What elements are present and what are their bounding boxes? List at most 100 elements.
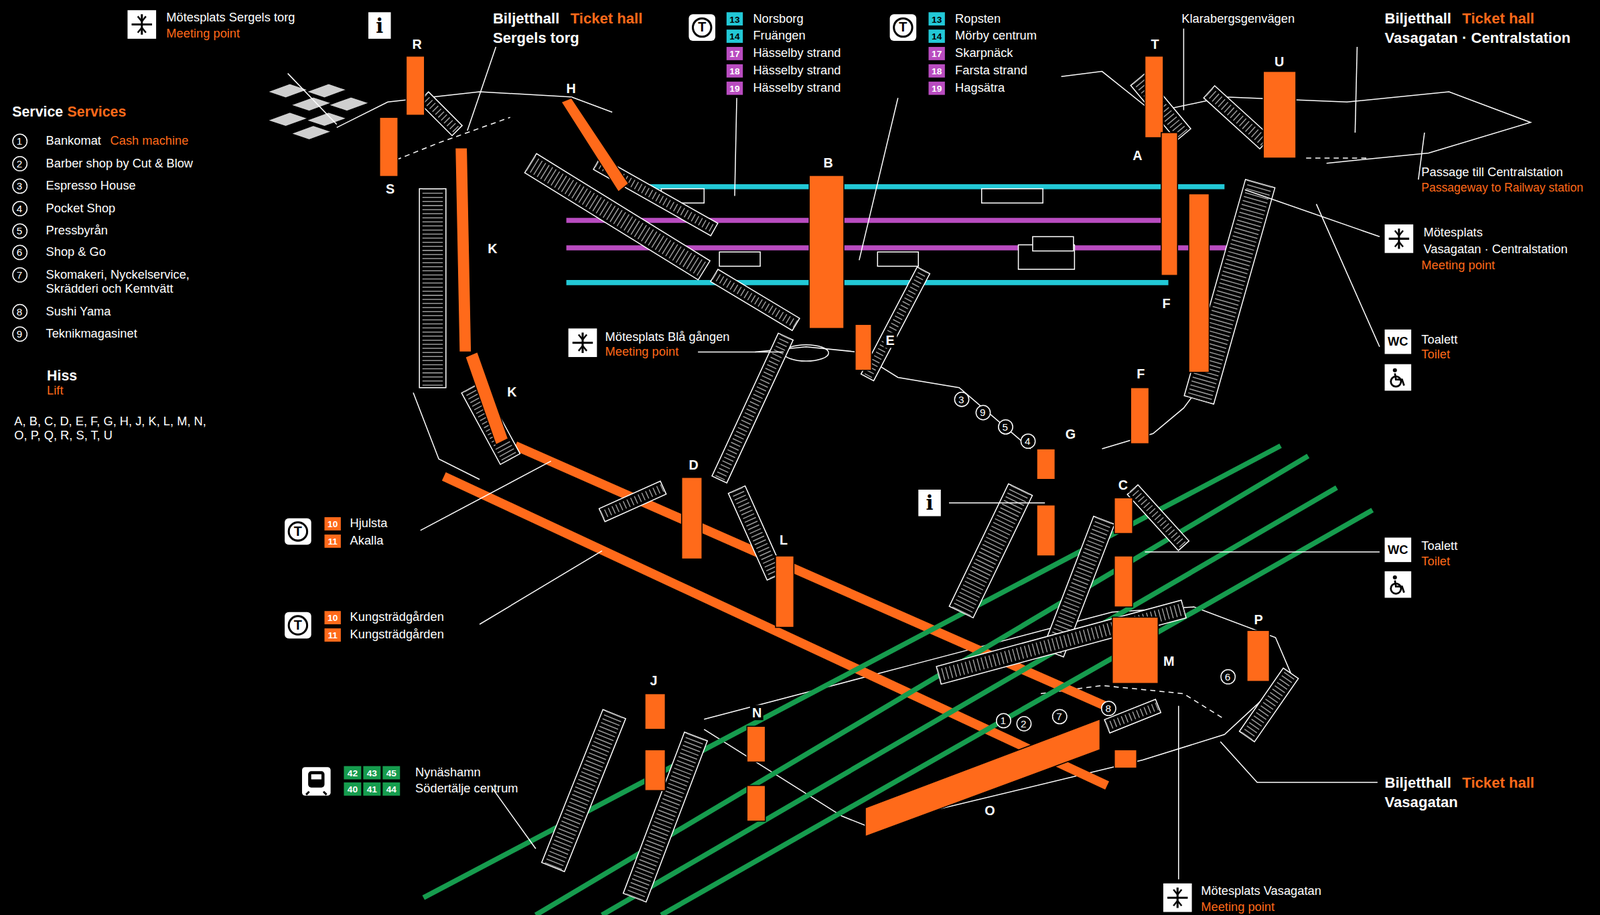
caption-text: Vasagatan · Centralstation xyxy=(1423,241,1568,256)
callout-number: 7 xyxy=(1051,708,1067,724)
english-text: Toilet xyxy=(1421,553,1450,568)
english-text: Toilet xyxy=(1421,346,1450,361)
caption-text: Sushi Yama xyxy=(46,304,112,319)
escalator-steps xyxy=(1247,673,1292,737)
caption-text: Pressbyrån xyxy=(46,223,108,238)
info-sign: i xyxy=(368,12,392,39)
lift-shaft xyxy=(1263,71,1296,159)
caption-text: Shop & Go xyxy=(46,244,106,259)
caption-text: Passage till Centralstation xyxy=(1421,165,1563,180)
leader-line xyxy=(949,502,1045,504)
caption-text: Akalla xyxy=(350,533,384,548)
wheelchair-icon xyxy=(1395,373,1405,386)
leader-line xyxy=(1220,741,1378,783)
lift-shaft xyxy=(1130,387,1149,445)
lift-letter: P xyxy=(1251,611,1265,627)
leader-line xyxy=(491,787,536,849)
line-badge: 43 xyxy=(362,766,381,780)
metro-letter: T xyxy=(691,17,712,38)
line-number: 44 xyxy=(386,782,397,795)
leader-line xyxy=(1245,189,1380,237)
escalator-steps xyxy=(634,736,696,899)
meeting-point-icon xyxy=(1163,883,1193,913)
lift-letter: J xyxy=(647,672,660,688)
flag-shape xyxy=(290,125,332,140)
section-heading: Service xyxy=(12,103,63,120)
english-text: Meeting point xyxy=(1200,899,1275,914)
line-number: 43 xyxy=(367,766,378,779)
line-number: 14 xyxy=(931,30,942,43)
hall-title: Ticket hall xyxy=(1462,773,1535,791)
line-badge: 44 xyxy=(382,782,400,796)
caption-text: Pocket Shop xyxy=(46,200,116,215)
toilet-sign: WC xyxy=(1385,329,1412,355)
escalator xyxy=(541,709,626,872)
line-badge: 13 xyxy=(726,12,743,26)
lift-letter: T xyxy=(1149,36,1162,52)
wheelchair-icon xyxy=(1395,580,1405,593)
lift-letter: K xyxy=(504,383,519,400)
leader-line xyxy=(734,97,737,196)
callout-number: 4 xyxy=(1020,432,1036,449)
callout-number: 5 xyxy=(997,418,1013,434)
meeting-point-icon xyxy=(572,332,593,353)
escalator xyxy=(1203,85,1271,149)
lift-letter: H xyxy=(564,80,578,96)
escalator-steps xyxy=(422,188,443,388)
meeting-point-icon xyxy=(1173,889,1182,906)
lift-letter: S xyxy=(383,180,397,197)
caption-text: Fruängen xyxy=(752,28,806,43)
hall-title: Sergels torg xyxy=(492,28,580,47)
escalator-steps xyxy=(1208,91,1266,143)
callout-number: 3 xyxy=(12,178,28,194)
leader-line xyxy=(1316,204,1379,347)
line-number: 42 xyxy=(347,766,358,779)
lift-letter: G xyxy=(1063,425,1079,442)
line-badge: 11 xyxy=(324,628,341,642)
line-badge: 17 xyxy=(928,46,945,61)
line-number: 10 xyxy=(327,611,338,624)
line-badge: 18 xyxy=(726,64,743,78)
meeting-ring xyxy=(783,344,829,361)
lift-letter: N xyxy=(750,704,764,720)
platform-kiosk xyxy=(719,251,761,266)
lift-shaft xyxy=(1247,630,1270,682)
metro-letter: T xyxy=(892,17,913,38)
callout-number: 9 xyxy=(12,326,28,342)
caption-text: Mötesplats Blå gången xyxy=(604,329,730,344)
lift-letter: C xyxy=(1116,476,1130,493)
train-icon xyxy=(302,766,331,796)
caption-text: Nynäshamn xyxy=(415,764,481,779)
leader-line xyxy=(1354,46,1357,133)
callout-number: 8 xyxy=(12,303,28,319)
lift-shaft xyxy=(1144,56,1163,138)
leader-line xyxy=(287,73,337,125)
caption-text: Mötesplats Vasagatan xyxy=(1200,883,1322,898)
escalator xyxy=(949,483,1033,618)
line-badge: 40 xyxy=(343,782,361,796)
flag-shape xyxy=(306,83,347,98)
english-text: Cash machine xyxy=(110,133,189,148)
escalator-steps xyxy=(714,275,797,325)
caption-text: Ropsten xyxy=(955,11,1001,26)
line-badge: 18 xyxy=(928,64,945,78)
leader-line xyxy=(479,550,603,625)
lift-shaft xyxy=(775,555,794,628)
caption-text: Toalett xyxy=(1421,332,1458,347)
lift-shaft xyxy=(1112,616,1159,684)
caption-text: Mötesplats Sergels torg xyxy=(166,10,295,25)
callout-number: 1 xyxy=(12,133,28,149)
line-badge: 19 xyxy=(726,81,743,96)
rail-track xyxy=(423,446,1281,899)
concourse-outline xyxy=(1305,157,1367,159)
leader-line xyxy=(697,351,784,353)
concourse-outline xyxy=(1101,387,1199,449)
caption-text: Hjulsta xyxy=(350,516,388,531)
caption-text: Norsborg xyxy=(752,11,804,26)
escalator xyxy=(1127,484,1189,551)
caption-text: Espresso House xyxy=(46,178,136,193)
metro-logo: T xyxy=(890,14,917,41)
leader-line xyxy=(1183,28,1185,111)
meeting-point-icon xyxy=(137,16,147,33)
meeting-point-icon xyxy=(1167,887,1188,908)
